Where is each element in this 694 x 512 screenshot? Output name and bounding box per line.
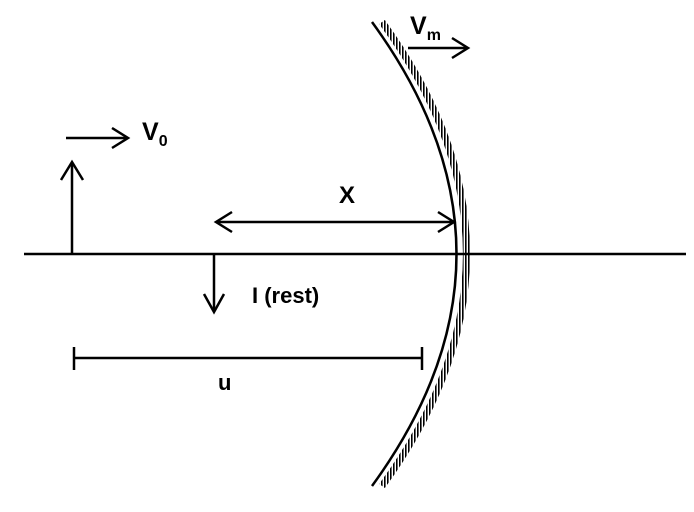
distance-u-label: u [218,370,231,395]
mirror-velocity-label: Vm [410,12,441,44]
distance-x-arrow [213,210,457,234]
distance-u-marker [72,347,424,370]
object-arrow [59,159,85,254]
object-velocity-label: V0 [142,118,168,150]
mirror-velocity-arrow [408,36,471,60]
image-arrow [202,254,226,315]
convex-mirror [370,19,470,489]
image-label: I (rest) [252,283,319,308]
object-velocity-arrow [66,126,131,150]
distance-x-label: X [339,182,355,209]
